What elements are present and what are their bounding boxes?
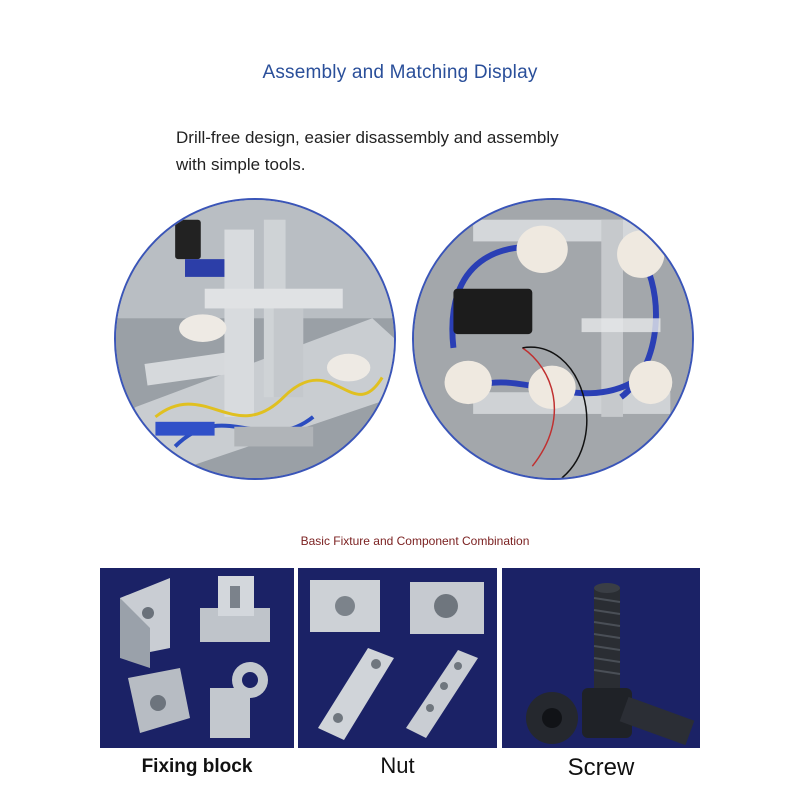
gripper-assembly-illustration (116, 200, 394, 478)
component-panel-nut: Nut (298, 568, 497, 784)
component-label-fixing-block: Fixing block (100, 748, 294, 784)
component-panel-fixing-block: Fixing block (100, 568, 294, 784)
nut-icon (310, 580, 484, 740)
component-label-nut: Nut (298, 748, 497, 784)
fixing-block-icon (120, 576, 270, 738)
description-line-2: with simple tools. (176, 155, 306, 174)
screw-icon (526, 583, 695, 746)
section-subtitle: Basic Fixture and Component Combination (300, 534, 530, 548)
component-panel-screw: Screw (502, 568, 700, 784)
page-title: Assembly and Matching Display (262, 62, 538, 83)
suction-assembly-illustration (414, 200, 692, 478)
description-line-1: Drill-free design, easier disassembly an… (176, 128, 559, 147)
component-label-screw: Screw (502, 748, 700, 784)
description-text: Drill-free design, easier disassembly an… (176, 124, 636, 178)
assembly-photo-suction (412, 198, 694, 480)
assembly-photo-gripper (114, 198, 396, 480)
